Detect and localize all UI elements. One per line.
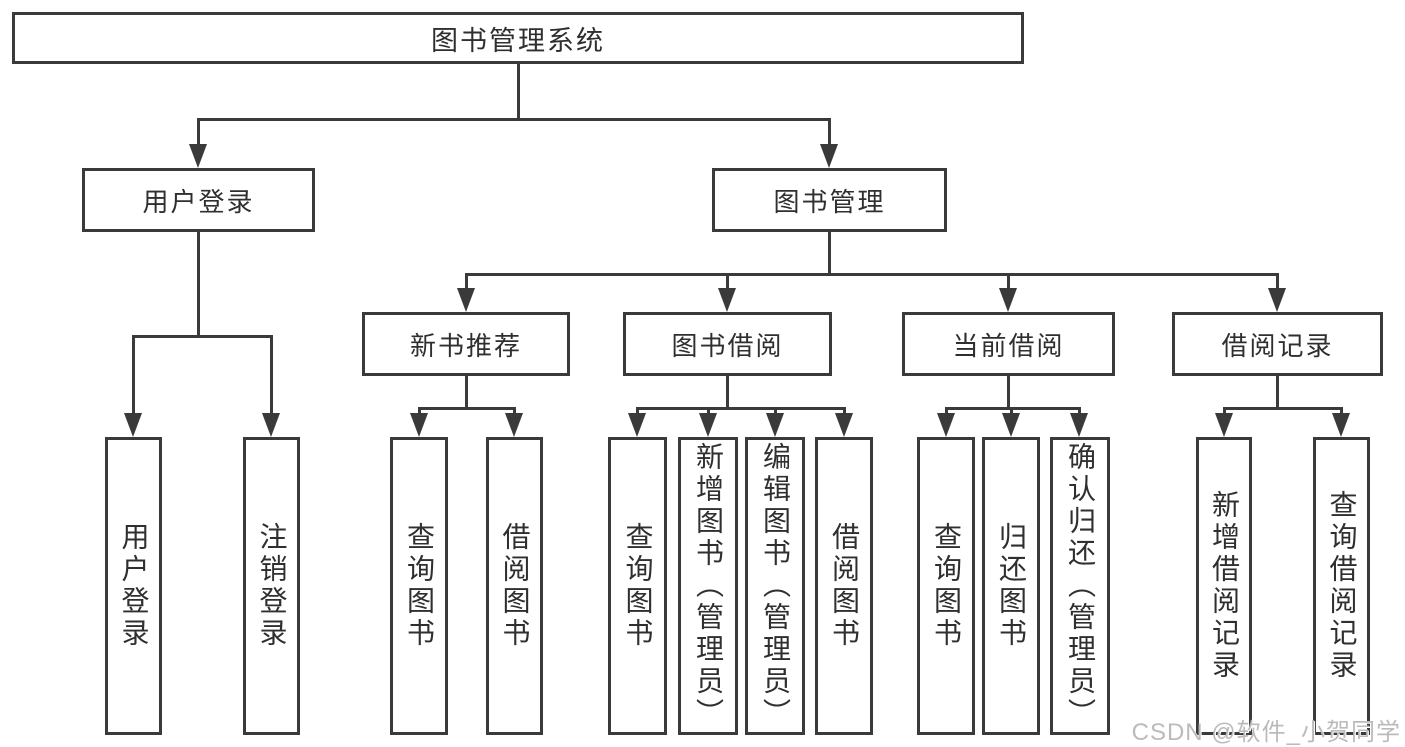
root-node-label: 图书管理系统: [431, 25, 605, 56]
connector-arrow: [410, 413, 428, 437]
leaf-edit-book-admin-label: 编辑图书（管理员）: [760, 442, 791, 730]
connector-arrow: [1215, 413, 1233, 437]
leaf-add-book-admin-label: 新增图书（管理员）: [693, 442, 724, 730]
connector-hline: [418, 407, 516, 410]
node-new-book-recommend-label: 新书推荐: [409, 330, 522, 361]
connector-arrow: [262, 413, 280, 437]
leaf-user-login: 用户登录: [105, 437, 162, 735]
leaf-borrow-books-label: 借阅图书: [829, 522, 860, 650]
node-book-management: 图书管理: [712, 168, 947, 232]
connector-vline: [270, 335, 273, 415]
leaf-logout: 注销登录: [243, 437, 300, 735]
leaf-edit-book-admin: 编辑图书（管理员）: [745, 437, 805, 735]
connector-vline: [197, 232, 200, 337]
connector-vline: [517, 62, 520, 121]
connector-arrow: [189, 144, 207, 168]
connector-arrow: [1268, 288, 1286, 312]
connector-arrow: [820, 144, 838, 168]
node-new-book-recommend: 新书推荐: [362, 312, 570, 376]
connector-arrow: [1002, 413, 1020, 437]
leaf-query-books-borrowing-label: 查询图书: [622, 522, 654, 650]
node-book-management-label: 图书管理: [773, 186, 886, 217]
leaf-return-book-label: 归还图书: [996, 522, 1027, 650]
node-book-borrowing-label: 图书借阅: [671, 330, 784, 361]
connector-arrow: [766, 413, 784, 437]
connector-hline: [1223, 407, 1342, 410]
connector-vline: [774, 407, 777, 417]
watermark-text: CSDN @软件_小贺同学: [1131, 719, 1401, 746]
node-book-borrowing: 图书借阅: [623, 312, 832, 376]
leaf-query-books-borrowing: 查询图书: [608, 437, 667, 735]
node-borrowing-records: 借阅记录: [1172, 312, 1383, 376]
connector-vline: [513, 407, 516, 417]
connector-vline: [636, 407, 639, 417]
node-user-login: 用户登录: [82, 168, 315, 232]
leaf-confirm-return-admin-label: 确认归还（管理员）: [1065, 442, 1096, 730]
leaf-borrow-books-recommend-label: 借阅图书: [499, 522, 531, 650]
connector-vline: [1223, 407, 1226, 417]
leaf-confirm-return-admin: 确认归还（管理员）: [1050, 437, 1110, 735]
node-current-borrowing-label: 当前借阅: [952, 330, 1065, 361]
leaf-borrow-books: 借阅图书: [815, 437, 873, 735]
connector-arrow: [699, 413, 717, 437]
connector-hline: [636, 407, 845, 410]
connector-vline: [945, 407, 948, 417]
connector-vline: [1010, 407, 1013, 417]
connector-arrow: [718, 288, 736, 312]
leaf-add-book-admin: 新增图书（管理员）: [678, 437, 738, 735]
connector-hline: [132, 335, 273, 338]
connector-vline: [828, 118, 831, 148]
connector-vline: [465, 376, 468, 409]
leaf-query-borrow-record: 查询借阅记录: [1313, 437, 1370, 735]
connector-vline: [1078, 407, 1081, 417]
leaf-query-borrow-record-label: 查询借阅记录: [1326, 490, 1358, 682]
leaf-add-borrow-record-label: 新增借阅记录: [1209, 490, 1240, 682]
connector-vline: [197, 118, 200, 148]
leaf-query-books-recommend: 查询图书: [390, 437, 448, 735]
connector-vline: [1007, 376, 1010, 409]
connector-arrow: [457, 288, 475, 312]
leaf-user-login-label: 用户登录: [118, 522, 150, 650]
node-user-login-label: 用户登录: [142, 186, 255, 217]
leaf-query-books-current-label: 查询图书: [931, 522, 962, 650]
connector-arrow: [937, 413, 955, 437]
connector-vline: [1340, 407, 1343, 417]
connector-arrow: [1070, 413, 1088, 437]
connector-vline: [726, 376, 729, 409]
connector-arrow: [124, 413, 142, 437]
leaf-return-book: 归还图书: [982, 437, 1040, 735]
connector-arrow: [999, 288, 1017, 312]
connector-vline: [132, 335, 135, 415]
connector-vline: [828, 232, 831, 275]
leaf-query-books-current: 查询图书: [917, 437, 975, 735]
connector-vline: [465, 273, 468, 291]
leaf-query-books-recommend-label: 查询图书: [404, 522, 435, 650]
connector-arrow: [1332, 413, 1350, 437]
connector-hline: [465, 273, 1278, 276]
connector-arrow: [505, 413, 523, 437]
connector-arrow: [835, 413, 853, 437]
connector-vline: [726, 273, 729, 291]
leaf-logout-label: 注销登录: [256, 522, 288, 650]
leaf-borrow-books-recommend: 借阅图书: [486, 437, 543, 735]
connector-vline: [1276, 376, 1279, 409]
connector-vline: [1007, 273, 1010, 291]
leaf-add-borrow-record: 新增借阅记录: [1196, 437, 1252, 735]
root-node-library-system: 图书管理系统: [12, 12, 1024, 64]
connector-vline: [418, 407, 421, 417]
connector-hline: [197, 118, 831, 121]
node-current-borrowing: 当前借阅: [902, 312, 1115, 376]
connector-vline: [843, 407, 846, 417]
connector-arrow: [628, 413, 646, 437]
connector-vline: [1276, 273, 1279, 291]
connector-vline: [707, 407, 710, 417]
node-borrowing-records-label: 借阅记录: [1221, 330, 1334, 361]
